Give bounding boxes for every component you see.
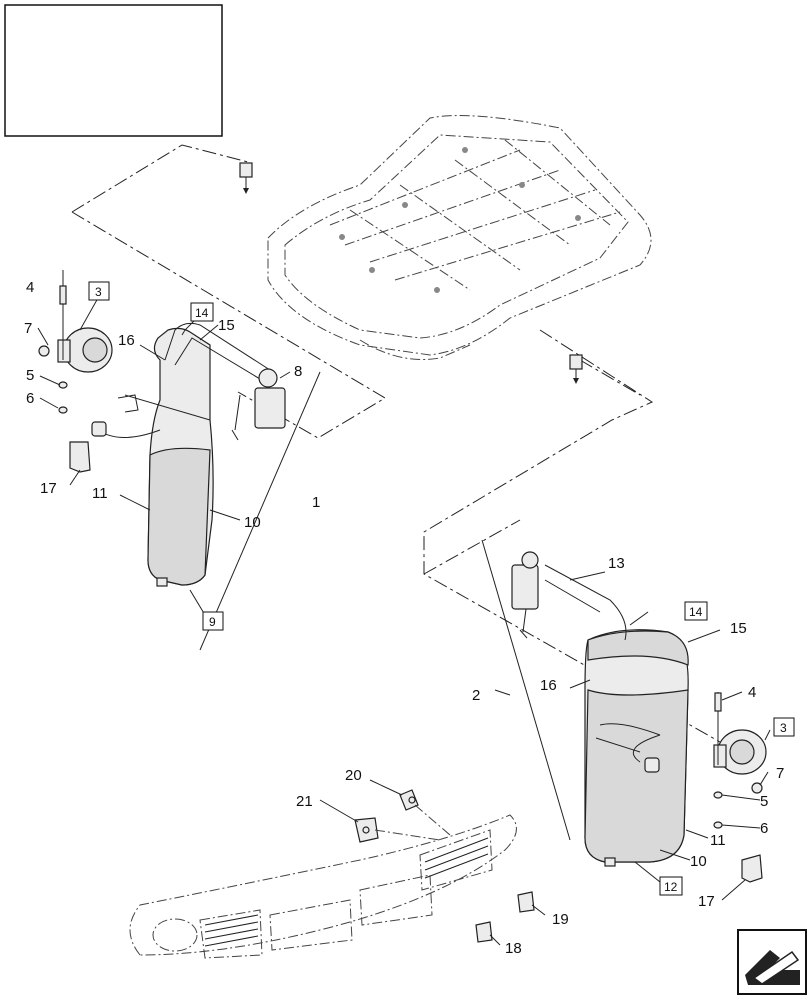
callout-20: 20 (345, 767, 362, 784)
bracket-20 (399, 789, 419, 811)
mount-outline-right (423, 329, 721, 743)
title-block (4, 4, 223, 137)
callout-8: 8 (294, 363, 302, 380)
roof-clip-1 (239, 162, 253, 194)
callout-3-left: 3 (95, 285, 102, 299)
callout-4-right: 4 (748, 684, 756, 701)
callout-11-right: 11 (710, 832, 726, 849)
callout-3-right: 3 (780, 721, 787, 735)
callout-6-right: 6 (760, 820, 768, 837)
callout-16-right: 16 (540, 677, 557, 694)
fastener-paths (374, 804, 451, 841)
callout-10-left: 10 (244, 514, 261, 531)
mount-outline-right-2 (423, 359, 641, 575)
callout-11-left: 11 (92, 485, 108, 502)
callout-5-left: 5 (26, 367, 34, 384)
callout-14-right: 14 (689, 605, 703, 619)
callout-21: 21 (296, 793, 313, 810)
callout-box-14-left (190, 302, 214, 322)
callout-13: 13 (608, 555, 625, 572)
callout-7-left: 7 (24, 320, 32, 337)
callout-12: 12 (664, 880, 678, 894)
arrow-back-icon[interactable] (737, 929, 807, 995)
roof-clip-2 (569, 354, 583, 384)
callout-17-left: 17 (40, 480, 57, 497)
callout-5-right: 5 (760, 793, 768, 810)
callout-15-left: 15 (218, 317, 235, 334)
callout-14-left: 14 (195, 306, 209, 320)
callout-7-right: 7 (776, 765, 784, 782)
callout-15-right: 15 (730, 620, 747, 637)
callout-17-right: 17 (698, 893, 715, 910)
callout-9: 9 (209, 615, 216, 629)
callout-2: 2 (472, 687, 480, 704)
right-mirror-assembly (511, 551, 689, 867)
callout-box-9 (202, 611, 224, 631)
left-mirror-assembly (147, 322, 286, 587)
callout-10-right: 10 (690, 853, 707, 870)
callout-16-left: 16 (118, 332, 135, 349)
callout-19: 19 (552, 911, 569, 928)
roof-panel (267, 115, 652, 361)
pad-18 (475, 921, 493, 943)
bracket-21 (354, 817, 379, 843)
right-work-lamp (632, 692, 767, 883)
callout-box-3-left (88, 281, 110, 301)
headliner-console (129, 814, 517, 959)
callout-18: 18 (505, 940, 522, 957)
callout-4-left: 4 (26, 279, 34, 296)
mount-outline-left (71, 144, 386, 439)
left-work-lamp (38, 285, 211, 473)
leader-lines (37, 270, 771, 946)
callout-6-left: 6 (26, 390, 34, 407)
callout-box-3-right (773, 717, 795, 737)
callout-1: 1 (312, 494, 320, 511)
callout-box-12 (659, 876, 683, 896)
callout-box-14-right (684, 601, 708, 621)
pad-19 (517, 891, 535, 913)
